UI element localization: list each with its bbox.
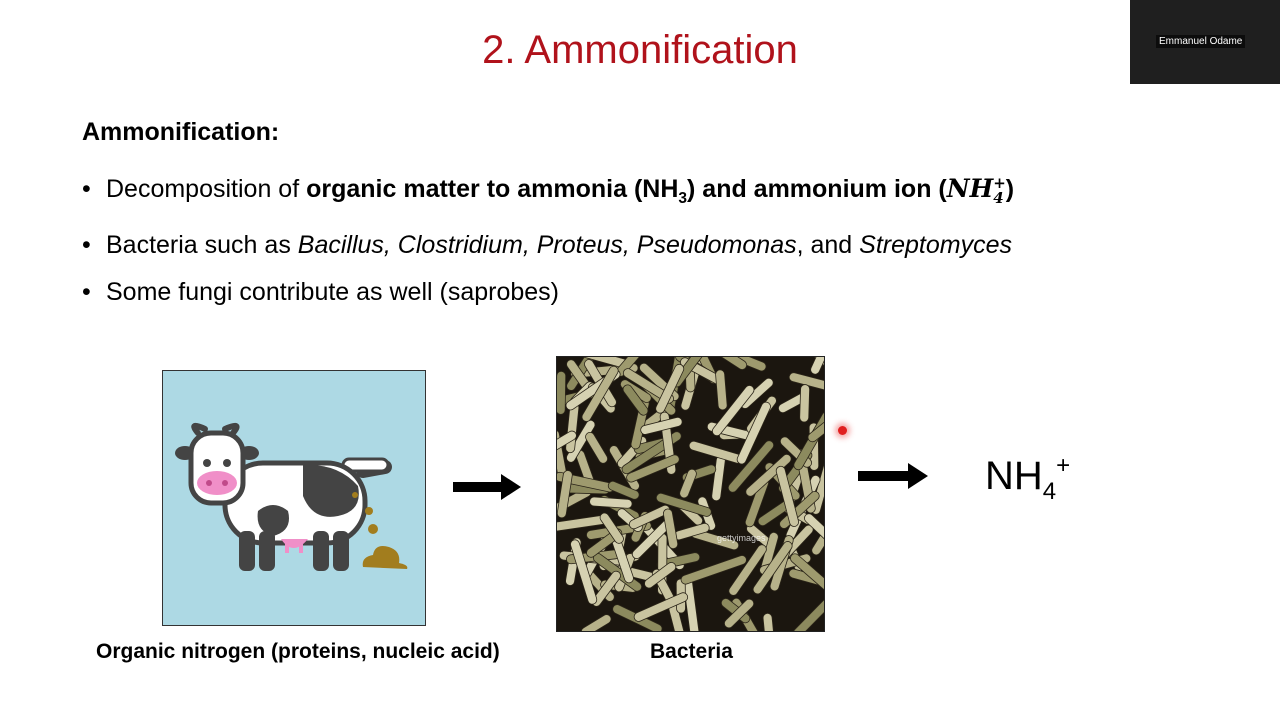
bullet-item-fungi: •Some fungi contribute as well (saprobes… [82,269,1202,316]
bullet-item-decomposition: •Decomposition of organic matter to ammo… [82,165,1202,222]
arrow-right-icon [858,463,928,489]
slide-title: 2. Ammonification [482,28,798,72]
participant-name-label: Emmanuel Odame [1156,35,1246,48]
bullet-dot: • [82,231,91,259]
ammonium-formula: NH+4 [946,173,1006,207]
caption-organic-nitrogen: Organic nitrogen (proteins, nucleic acid… [96,640,500,663]
bacteria-micrograph: gettyimages [556,356,825,632]
participant-video-tile[interactable]: Emmanuel Odame [1130,0,1280,84]
laser-pointer [838,426,847,435]
cow-illustration [162,370,426,626]
section-heading: Ammonification: [82,118,280,146]
image-watermark: gettyimages [717,533,766,543]
bullet-item-bacteria: •Bacteria such as Bacillus, Clostridium,… [82,222,1202,269]
bullet-dot: • [82,278,91,306]
arrow-right-icon [453,474,521,500]
ammonium-product: NH4+ [985,452,1071,505]
bullet-dot: • [82,175,91,203]
bullet-list: •Decomposition of organic matter to ammo… [82,165,1202,316]
cow-icon [175,422,408,571]
bacteria-rods [557,357,824,631]
caption-bacteria: Bacteria [650,640,733,663]
